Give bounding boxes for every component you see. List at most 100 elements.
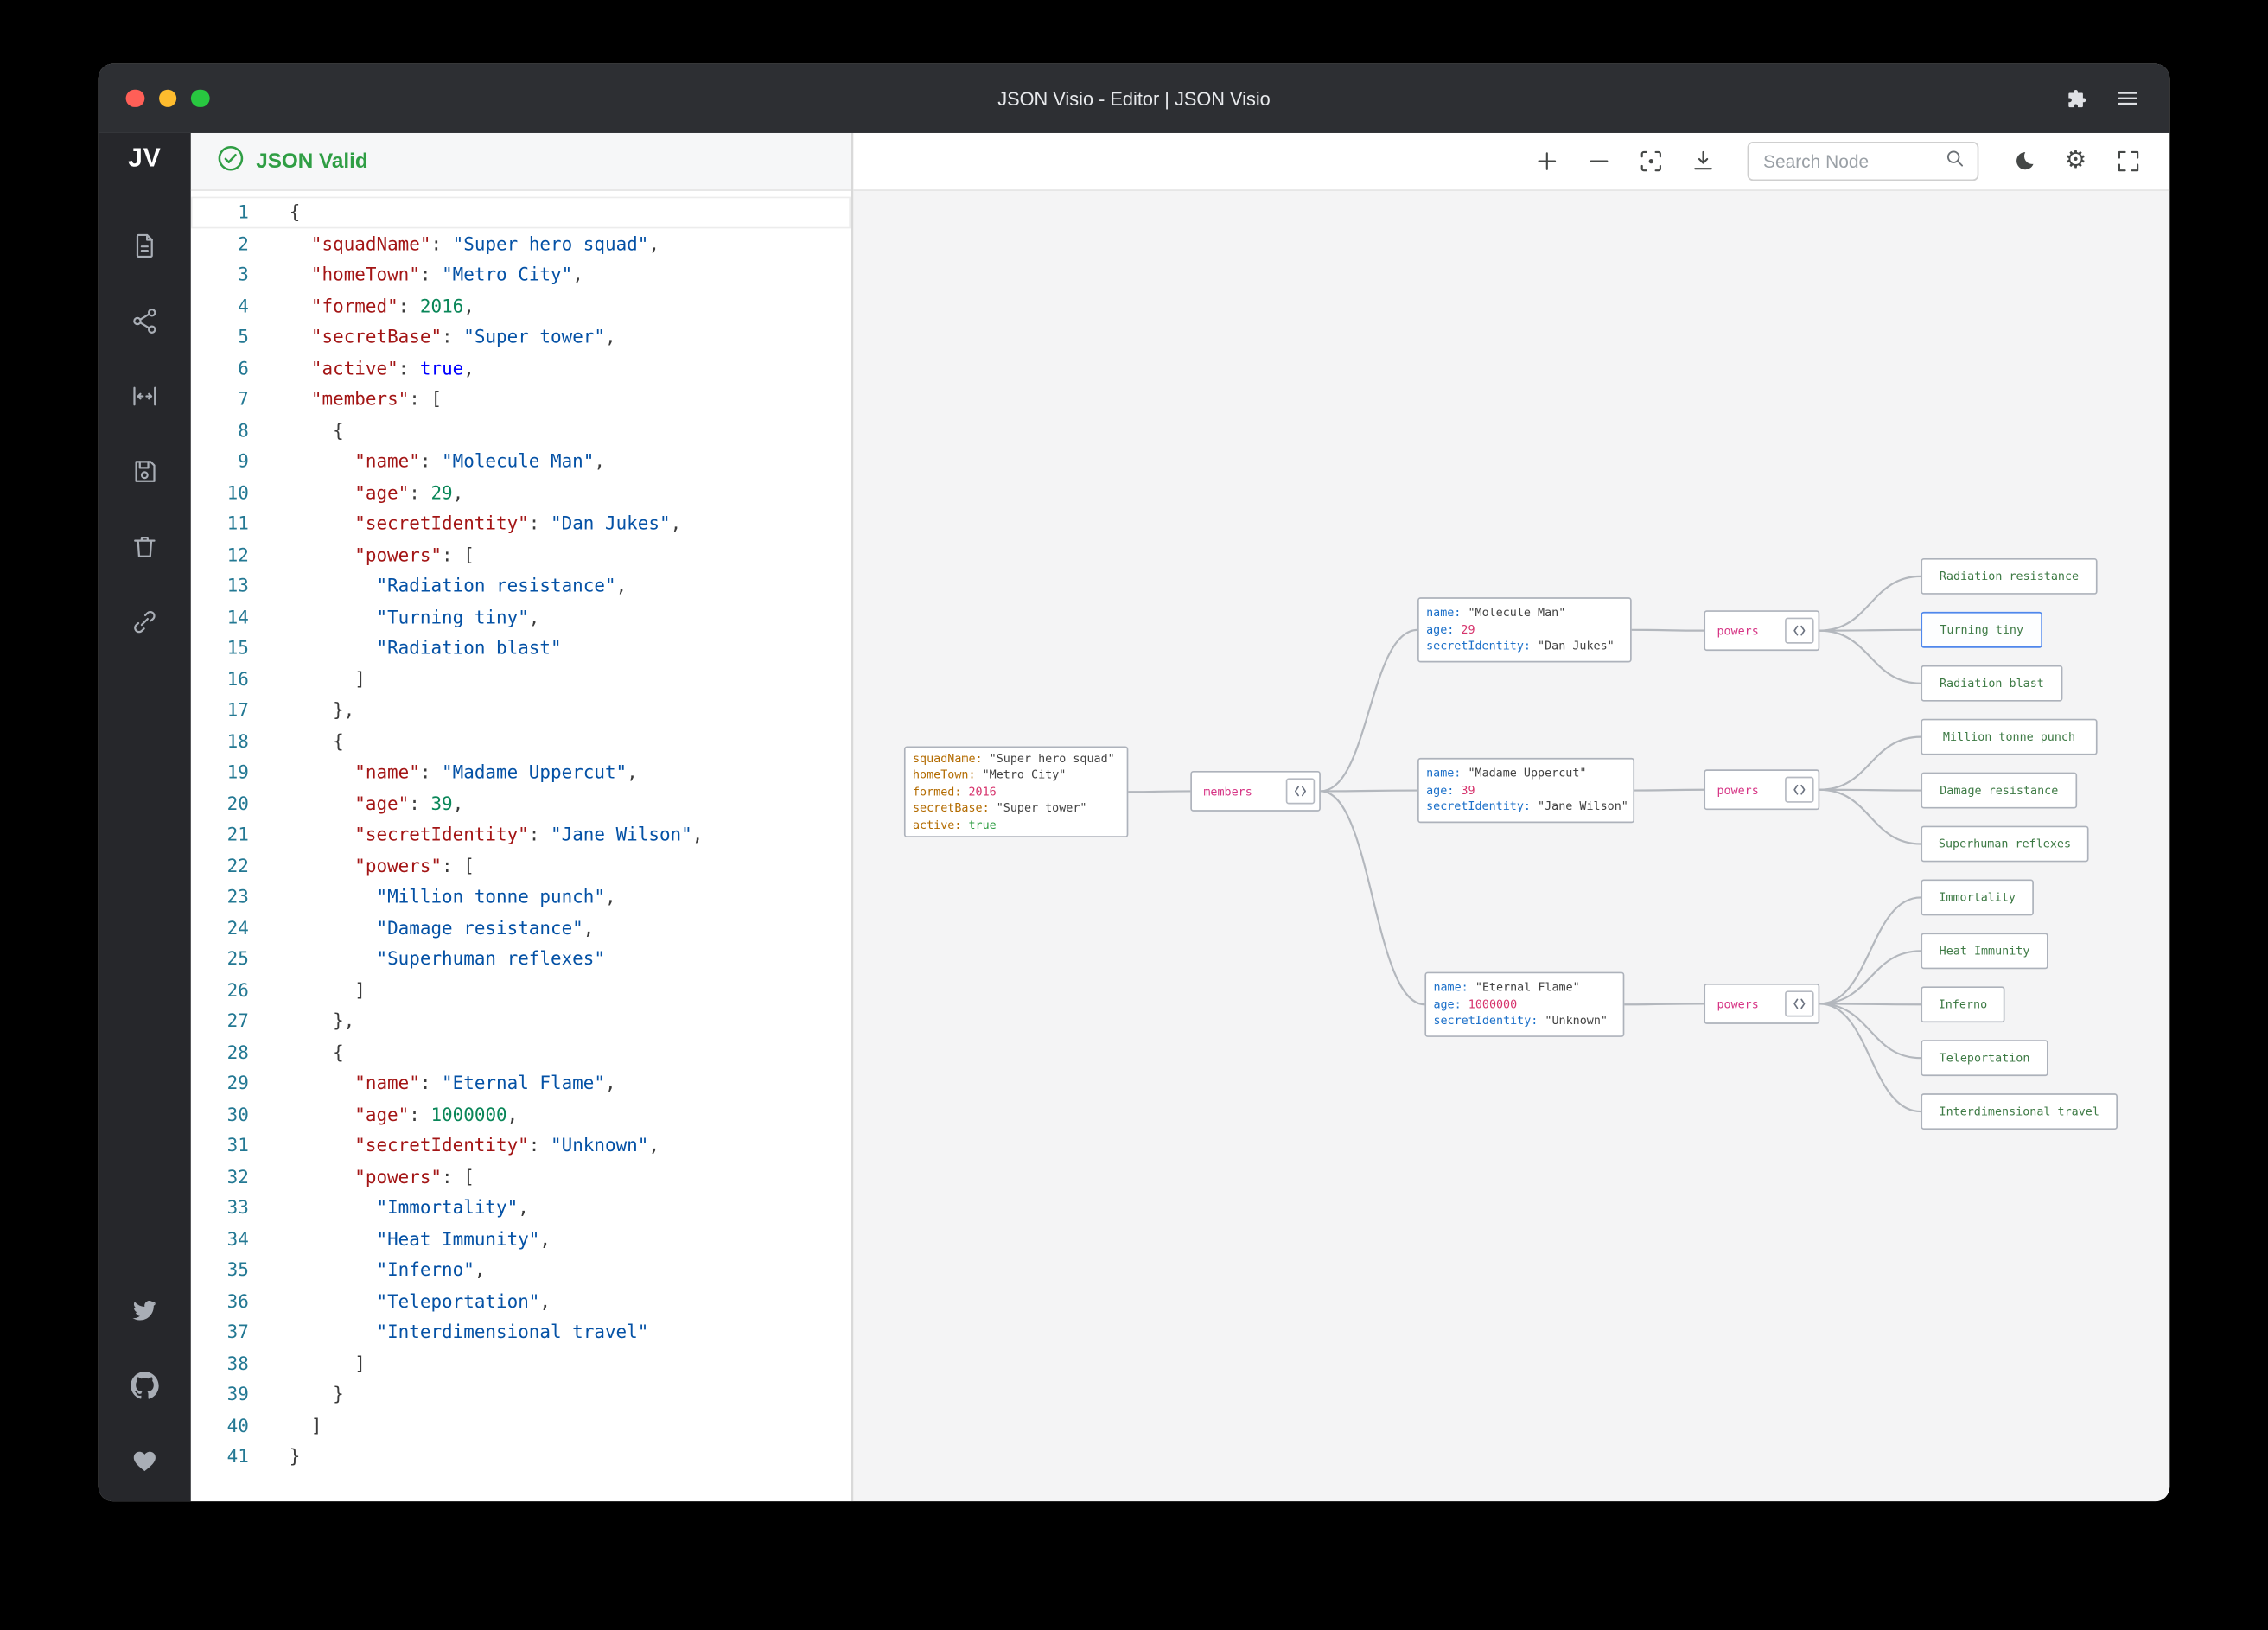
link-icon[interactable] (130, 606, 160, 636)
zoom-in-button[interactable] (1525, 139, 1568, 182)
minimize-button[interactable] (158, 89, 177, 108)
code-line[interactable]: 13 "Radiation resistance", (191, 570, 850, 601)
code-line[interactable]: 40 ] (191, 1410, 850, 1441)
code-line[interactable]: 7 "members": [ (191, 383, 850, 414)
graph-node-l6[interactable]: Superhuman reflexes (1921, 825, 2089, 863)
twitter-icon[interactable] (130, 1295, 160, 1325)
graph-node-l3[interactable]: Radiation blast (1921, 665, 2063, 702)
collapse-children-button[interactable] (1785, 617, 1814, 644)
close-button[interactable] (125, 89, 144, 108)
fullscreen-button[interactable] (2106, 139, 2150, 182)
trash-icon[interactable] (130, 531, 160, 561)
code-line[interactable]: 18 { (191, 725, 850, 756)
code-line[interactable]: 6 "active": true, (191, 352, 850, 383)
graph-panel: ⚙ squadName: "Super hero squad"homeTown:… (853, 132, 2170, 1502)
code-line[interactable]: 25 "Superhuman reflexes" (191, 943, 850, 974)
code-line[interactable]: 32 "powers": [ (191, 1161, 850, 1192)
leaf-node-label: Damage resistance (1940, 784, 2059, 798)
graph-node-members[interactable]: members (1190, 770, 1321, 812)
code-line[interactable]: 41} (191, 1441, 850, 1472)
share-icon[interactable] (130, 305, 160, 335)
code-line[interactable]: 23 "Million tonne punch", (191, 881, 850, 912)
code-line[interactable]: 3 "homeTown": "Metro City", (191, 259, 850, 290)
code-line[interactable]: 20 "age": 39, (191, 787, 850, 818)
graph-node-l7[interactable]: Immortality (1921, 879, 2034, 916)
dark-mode-button[interactable] (2002, 139, 2045, 182)
code-line[interactable]: 35 "Inferno", (191, 1254, 850, 1285)
collapse-children-button[interactable] (1285, 778, 1316, 805)
app-logo: JV (128, 143, 162, 173)
code-line[interactable]: 38 ] (191, 1347, 850, 1378)
graph-node-l9[interactable]: Inferno (1921, 986, 2005, 1023)
code-line[interactable]: 1{ (191, 197, 850, 228)
code-line[interactable]: 8 { (191, 414, 850, 445)
search-icon[interactable] (1944, 147, 1965, 175)
graph-node-p2[interactable]: powers (1704, 769, 1820, 811)
code-line[interactable]: 36 "Teleportation", (191, 1285, 850, 1316)
puzzle-icon[interactable] (2066, 86, 2090, 111)
search-node-input[interactable] (1760, 150, 1945, 173)
graph-view[interactable]: squadName: "Super hero squad"homeTown: "… (853, 190, 2170, 1502)
traffic-lights (99, 89, 209, 108)
code-line[interactable]: 10 "age": 29, (191, 476, 850, 507)
json-valid-label: JSON Valid (256, 150, 368, 173)
graph-node-l10[interactable]: Teleportation (1921, 1040, 2048, 1077)
line-number: 41 (226, 1444, 249, 1467)
code-line[interactable]: 17 }, (191, 694, 850, 725)
code-line[interactable]: 33 "Immortality", (191, 1192, 850, 1223)
code-line[interactable]: 16 ] (191, 663, 850, 694)
code-line[interactable]: 39 } (191, 1378, 850, 1410)
code-line[interactable]: 29 "name": "Eternal Flame", (191, 1067, 850, 1098)
code-line[interactable]: 21 "secretIdentity": "Jane Wilson", (191, 818, 850, 850)
code-line[interactable]: 28 { (191, 1036, 850, 1067)
code-line[interactable]: 37 "Interdimensional travel" (191, 1316, 850, 1347)
line-number: 28 (226, 1041, 249, 1063)
code-line[interactable]: 27 }, (191, 1005, 850, 1036)
github-icon[interactable] (130, 1370, 160, 1400)
json-code-editor[interactable]: 1{2 "squadName": "Super hero squad",3 "h… (190, 190, 851, 1502)
heart-icon[interactable] (130, 1445, 160, 1475)
code-line[interactable]: 2 "squadName": "Super hero squad", (191, 228, 850, 259)
menu-icon[interactable] (2115, 86, 2141, 111)
save-icon[interactable] (130, 455, 160, 486)
code-line[interactable]: 30 "age": 1000000, (191, 1098, 850, 1130)
line-number: 26 (226, 978, 249, 1001)
code-line[interactable]: 26 ] (191, 974, 850, 1005)
code-line[interactable]: 11 "secretIdentity": "Dan Jukes", (191, 507, 850, 538)
code-line[interactable]: 5 "secretBase": "Super tower", (191, 322, 850, 353)
collapse-children-button[interactable] (1785, 990, 1814, 1017)
code-line[interactable]: 14 "Turning tiny", (191, 601, 850, 632)
code-line[interactable]: 24 "Damage resistance", (191, 912, 850, 943)
graph-node-p1[interactable]: powers (1704, 610, 1820, 652)
code-line[interactable]: 34 "Heat Immunity", (191, 1223, 850, 1254)
code-line[interactable]: 12 "powers": [ (191, 538, 850, 570)
code-line[interactable]: 9 "name": "Molecule Man", (191, 445, 850, 476)
line-number: 30 (226, 1103, 249, 1125)
fit-width-icon[interactable] (130, 380, 160, 411)
zoom-out-button[interactable] (1577, 139, 1620, 182)
graph-node-p3[interactable]: powers (1704, 983, 1820, 1024)
graph-node-l1[interactable]: Radiation resistance (1921, 557, 2098, 595)
graph-node-l5[interactable]: Damage resistance (1921, 772, 2078, 809)
graph-node-l4[interactable]: Million tonne punch (1921, 718, 2098, 755)
download-button[interactable] (1681, 139, 1724, 182)
graph-node-l11[interactable]: Interdimensional travel (1921, 1093, 2118, 1130)
code-line[interactable]: 22 "powers": [ (191, 850, 850, 881)
settings-button[interactable]: ⚙ (2054, 139, 2097, 182)
code-line[interactable]: 31 "secretIdentity": "Unknown", (191, 1130, 850, 1161)
code-line[interactable]: 19 "name": "Madame Uppercut", (191, 756, 850, 787)
collapse-children-button[interactable] (1785, 776, 1814, 803)
graph-node-root[interactable]: squadName: "Super hero squad"homeTown: "… (903, 746, 1129, 837)
code-line[interactable]: 15 "Radiation blast" (191, 632, 850, 663)
graph-node-l2[interactable]: Turning tiny (1921, 611, 2042, 648)
zoom-button[interactable] (190, 89, 209, 108)
code-line[interactable]: 4 "formed": 2016, (191, 290, 850, 322)
graph-node-l8[interactable]: Heat Immunity (1921, 933, 2048, 970)
center-focus-button[interactable] (1628, 139, 1672, 182)
document-icon[interactable] (130, 230, 160, 260)
line-number: 32 (226, 1165, 249, 1187)
